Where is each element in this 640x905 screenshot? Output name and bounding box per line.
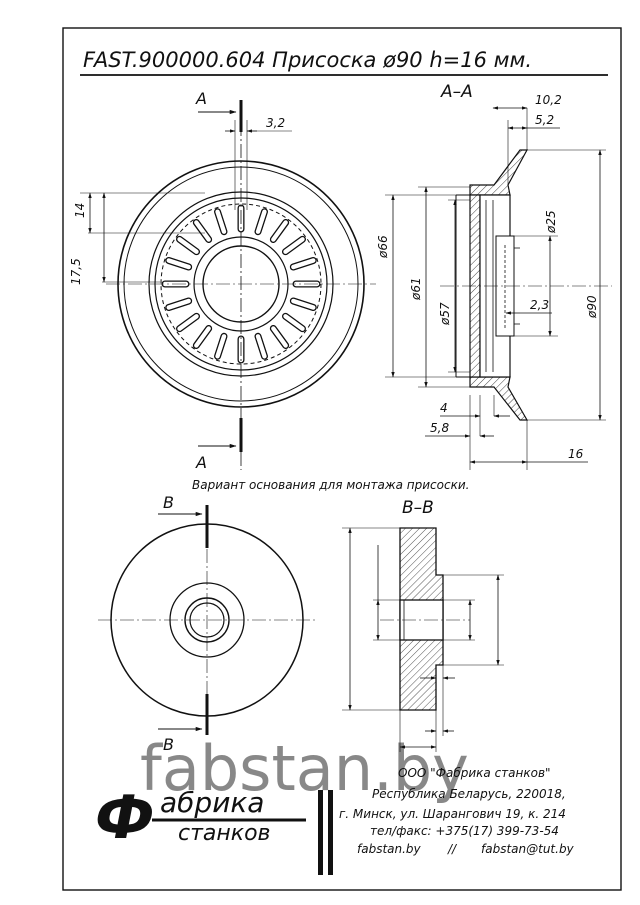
section-bb-label: B–B <box>402 498 434 518</box>
radial-slot <box>166 258 191 270</box>
radial-slot <box>166 298 191 310</box>
radial-slot <box>215 209 227 234</box>
cut-letter-a-top: A <box>195 89 207 108</box>
company-country: Республика Беларусь, 220018, <box>372 787 566 801</box>
section-aa <box>385 106 612 470</box>
company-email: fabstan@tut.by <box>481 842 575 856</box>
dim-16: 16 <box>568 447 584 461</box>
top-view <box>80 100 376 470</box>
radial-slot <box>283 314 305 331</box>
company-web: fabstan.by <box>357 842 422 856</box>
radial-slot <box>291 258 316 270</box>
company-name: ООО "Фабрика станков" <box>398 766 551 780</box>
dim-dia-66: ø66 <box>376 235 390 259</box>
dim-dia-57: ø57 <box>438 302 452 326</box>
logo-line2: станков <box>178 821 271 846</box>
logo-letter: Ф <box>95 783 155 853</box>
cut-letter-b-top: B <box>163 493 174 512</box>
dim-slot-width: 3,2 <box>266 116 285 130</box>
company-address: г. Минск, ул. Шарангович 19, к. 214 <box>339 807 566 821</box>
radial-slot <box>283 237 305 254</box>
radial-slot <box>291 298 316 310</box>
dim-5-8: 5,8 <box>430 421 449 435</box>
logo-line1: абрика <box>160 786 264 819</box>
dim-dia-90: ø90 <box>585 295 599 319</box>
dim-4: 4 <box>440 401 448 415</box>
radial-slot <box>255 209 267 234</box>
radial-slot <box>271 326 288 348</box>
company-separator: // <box>447 842 458 856</box>
cut-letter-b-bottom: B <box>163 735 174 754</box>
radial-slot <box>271 220 288 242</box>
section-bb <box>342 527 504 752</box>
radial-slot <box>194 220 211 242</box>
base-caption: Вариант основания для монтажа присоски. <box>192 478 469 492</box>
radial-slot <box>177 237 199 254</box>
watermark: fabstan.by <box>140 732 469 805</box>
radial-slot <box>177 314 199 331</box>
radial-slot <box>215 334 227 359</box>
dim-dia-25: ø25 <box>544 210 558 234</box>
radial-slot <box>255 334 267 359</box>
base-view <box>98 505 316 735</box>
drawing-title: FAST.900000.604 Присоска ø90 h=16 мм. <box>83 48 532 72</box>
dim-2-3: 2,3 <box>530 298 549 312</box>
cut-letter-a-bottom: A <box>195 453 207 472</box>
dim-14: 14 <box>73 203 87 218</box>
dim-5-2: 5,2 <box>535 113 554 127</box>
dim-17-5: 17,5 <box>69 258 83 285</box>
section-aa-label: A–A <box>440 82 473 102</box>
dim-10-2: 10,2 <box>535 93 562 107</box>
company-phone: тел/факс: +375(17) 399-73-54 <box>370 824 559 838</box>
radial-slot <box>194 326 211 348</box>
dim-dia-61: ø61 <box>409 277 423 301</box>
company-logo: Ф абрика станков <box>95 783 333 875</box>
company-info: ООО "Фабрика станков" Республика Беларус… <box>339 766 575 856</box>
sheet-frame <box>62 27 622 891</box>
